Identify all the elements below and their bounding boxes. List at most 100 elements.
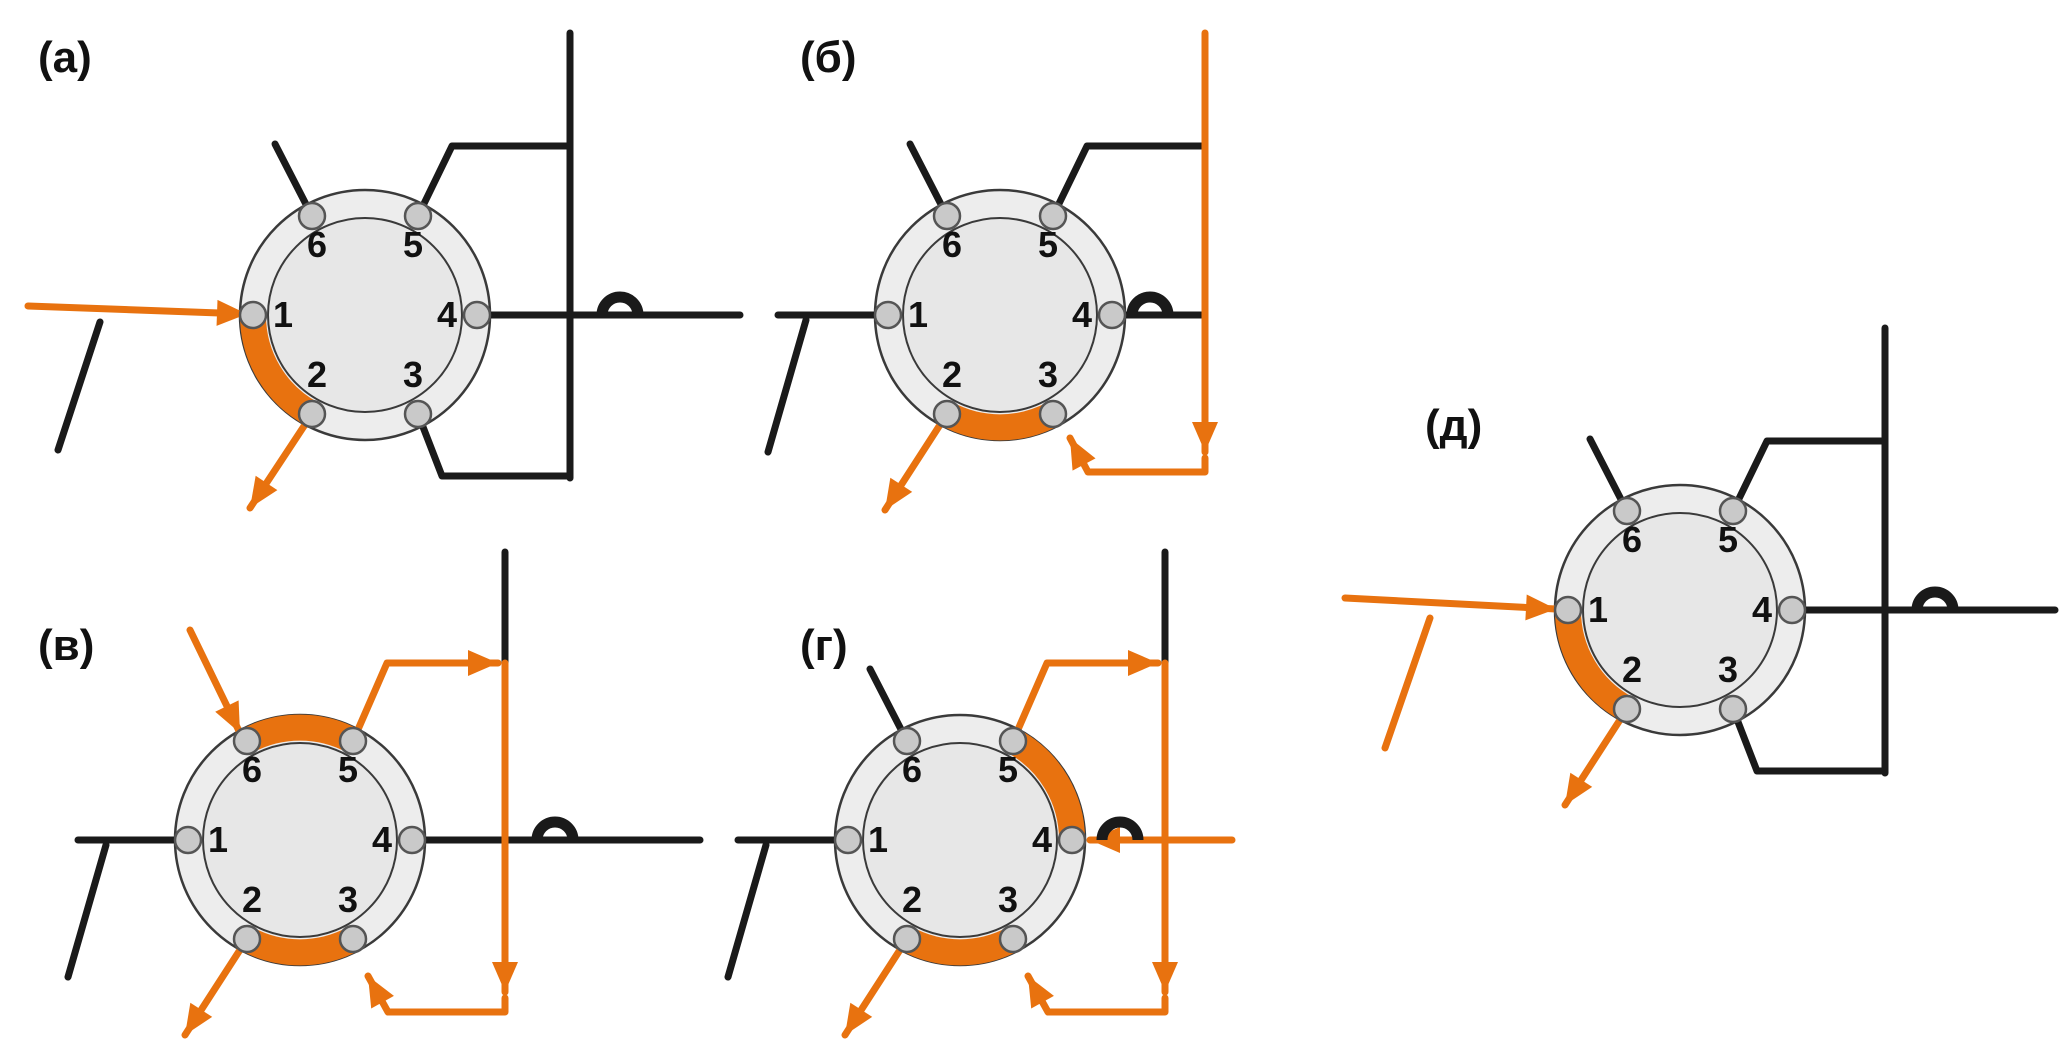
port-number-3: 3 bbox=[1038, 354, 1058, 395]
flow-outlet-arrow-port2 bbox=[841, 935, 911, 1039]
panel-label: (б) bbox=[800, 33, 856, 82]
tube-port5 bbox=[414, 142, 574, 220]
valve-face bbox=[202, 742, 398, 938]
flow-outlet-arrow-port2 bbox=[246, 410, 316, 512]
port-dot-6 bbox=[892, 726, 922, 756]
rotor-bridge-2-3 bbox=[900, 927, 1020, 966]
port-dot-6 bbox=[1612, 496, 1642, 526]
rotor-bridge-6-5 bbox=[240, 714, 360, 753]
port-dot-5 bbox=[1718, 496, 1748, 526]
port-dot-1 bbox=[873, 300, 903, 330]
port-dot-2 bbox=[1612, 694, 1642, 724]
panel-label: (а) bbox=[38, 33, 92, 82]
rotor-bridge-5-4 bbox=[1006, 729, 1086, 841]
port-dot-6 bbox=[232, 726, 262, 756]
port-dot-2 bbox=[892, 924, 922, 954]
tube-union-bump bbox=[1911, 586, 1959, 611]
port-number-5: 5 bbox=[998, 749, 1018, 790]
flow-return-to-port3 bbox=[364, 972, 509, 1016]
rotor-bridge-2-3 bbox=[240, 927, 360, 966]
port-number-6: 6 bbox=[242, 749, 262, 790]
port-dot-2 bbox=[232, 924, 262, 954]
port-number-5: 5 bbox=[338, 749, 358, 790]
port-dot-2 bbox=[932, 399, 962, 429]
tube-waste-diagonal bbox=[764, 316, 810, 456]
panel-label: (г) bbox=[800, 621, 848, 670]
port-number-1: 1 bbox=[868, 819, 888, 860]
panel-label: (в) bbox=[38, 621, 94, 670]
port-dot-4 bbox=[462, 300, 492, 330]
valve-face bbox=[862, 742, 1058, 938]
flow-from-port5-right bbox=[349, 650, 502, 745]
flow-waste-diagonal bbox=[1381, 614, 1434, 752]
tube-union-bump bbox=[1096, 816, 1144, 841]
port-number-2: 2 bbox=[242, 879, 262, 920]
flow-outlet-arrow-port2 bbox=[881, 410, 951, 514]
rotor-bridge-2-3 bbox=[940, 402, 1060, 441]
port-number-3: 3 bbox=[338, 879, 358, 920]
tube-port5 bbox=[1049, 142, 1209, 220]
port-dot-1 bbox=[1553, 595, 1583, 625]
flow-from-port5-right bbox=[1009, 650, 1162, 745]
port-dot-3 bbox=[403, 399, 433, 429]
port-number-2: 2 bbox=[902, 879, 922, 920]
flow-inlet-arrow-port1 bbox=[24, 299, 251, 326]
port-number-3: 3 bbox=[1718, 649, 1738, 690]
tube-union-bump bbox=[1126, 291, 1174, 316]
port-dot-1 bbox=[833, 825, 863, 855]
port-dot-4 bbox=[1097, 300, 1127, 330]
tube-union-bump bbox=[531, 816, 579, 841]
port-dot-3 bbox=[1718, 694, 1748, 724]
port-number-5: 5 bbox=[1718, 519, 1738, 560]
port-dot-5 bbox=[1038, 201, 1068, 231]
valve-face bbox=[1582, 512, 1778, 708]
port-dot-4 bbox=[397, 825, 427, 855]
port-number-6: 6 bbox=[942, 224, 962, 265]
rotor-bridge-1-2 bbox=[239, 314, 319, 426]
panel-g: (г) 1 4 6 5 2 3 bbox=[724, 548, 1236, 1039]
port-dot-3 bbox=[1038, 399, 1068, 429]
port-dot-5 bbox=[338, 726, 368, 756]
flow-inlet-arrow-port1 bbox=[1341, 594, 1560, 621]
flow-return-to-port3 bbox=[1066, 434, 1209, 476]
flow-return-to-port3 bbox=[1024, 972, 1169, 1016]
tube-port5 bbox=[1729, 437, 1889, 515]
panel-d: (д) 1 4 6 5 2 3 bbox=[1341, 324, 2059, 809]
flow-outlet-arrow-port2 bbox=[181, 935, 251, 1039]
port-dot-4 bbox=[1777, 595, 1807, 625]
flow-outlet-arrow-port2 bbox=[1561, 705, 1631, 809]
valve-face bbox=[902, 217, 1098, 413]
tube-port3 bbox=[414, 410, 574, 480]
tube-union-bump bbox=[596, 291, 644, 316]
port-number-4: 4 bbox=[1032, 819, 1052, 860]
rotor-bridge-1-2 bbox=[1554, 609, 1634, 721]
port-number-6: 6 bbox=[1622, 519, 1642, 560]
tube-waste-diagonal bbox=[54, 318, 104, 454]
port-dot-6 bbox=[297, 201, 327, 231]
port-number-5: 5 bbox=[403, 224, 423, 265]
port-dot-1 bbox=[173, 825, 203, 855]
port-number-3: 3 bbox=[403, 354, 423, 395]
port-number-2: 2 bbox=[942, 354, 962, 395]
port-number-3: 3 bbox=[998, 879, 1018, 920]
port-dot-2 bbox=[297, 399, 327, 429]
port-number-5: 5 bbox=[1038, 224, 1058, 265]
panel-label: (д) bbox=[1425, 401, 1482, 450]
port-number-1: 1 bbox=[273, 294, 293, 335]
port-number-1: 1 bbox=[1588, 589, 1608, 630]
port-number-4: 4 bbox=[437, 294, 457, 335]
valve-face bbox=[267, 217, 463, 413]
port-dot-3 bbox=[338, 924, 368, 954]
port-number-6: 6 bbox=[307, 224, 327, 265]
tube-waste-diagonal bbox=[724, 841, 770, 981]
port-number-2: 2 bbox=[307, 354, 327, 395]
panel-v: (в) 1 4 6 5 2 3 bbox=[38, 548, 704, 1039]
tube-port3 bbox=[1729, 705, 1889, 775]
port-number-6: 6 bbox=[902, 749, 922, 790]
port-dot-6 bbox=[932, 201, 962, 231]
port-number-1: 1 bbox=[208, 819, 228, 860]
port-number-2: 2 bbox=[1622, 649, 1642, 690]
port-dot-4 bbox=[1057, 825, 1087, 855]
panel-a: (а) 1 4 6 5 2 3 bbox=[24, 29, 744, 512]
